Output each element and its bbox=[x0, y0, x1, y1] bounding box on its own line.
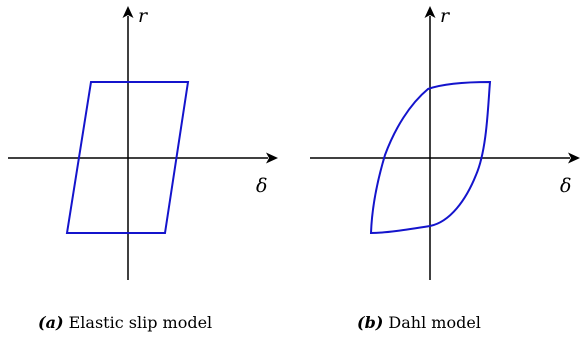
panel-b-caption: (b) Dahl model bbox=[357, 313, 481, 332]
panel-b-horizontal-arrow-icon bbox=[568, 152, 580, 164]
panel-a-vertical-axis-label: r bbox=[138, 5, 149, 27]
panel-a-caption-text: Elastic slip model bbox=[63, 313, 213, 332]
panel-a-horizontal-arrow-icon bbox=[266, 152, 278, 164]
panel-a-caption-tag: (a) bbox=[38, 313, 64, 332]
panel-b-caption-tag: (b) bbox=[357, 313, 384, 332]
panel-b-vertical-arrow-icon bbox=[424, 6, 436, 18]
panel-b-horizontal-axis-label: δ bbox=[560, 175, 571, 197]
panel-a-caption: (a) Elastic slip model bbox=[38, 313, 212, 332]
panel-a-vertical-arrow-icon bbox=[122, 6, 134, 18]
panel-b-caption-text: Dahl model bbox=[383, 313, 481, 332]
panel-b-vertical-axis-label: r bbox=[440, 5, 451, 27]
panel-b: r δ bbox=[310, 5, 580, 280]
panel-b-dahl-loop bbox=[369, 80, 492, 235]
panel-a-horizontal-axis-label: δ bbox=[256, 175, 267, 197]
panel-a: r δ bbox=[8, 5, 278, 280]
panel-a-slip-loop bbox=[65, 81, 190, 234]
plots-canvas: r δ r δ bbox=[8, 5, 580, 280]
